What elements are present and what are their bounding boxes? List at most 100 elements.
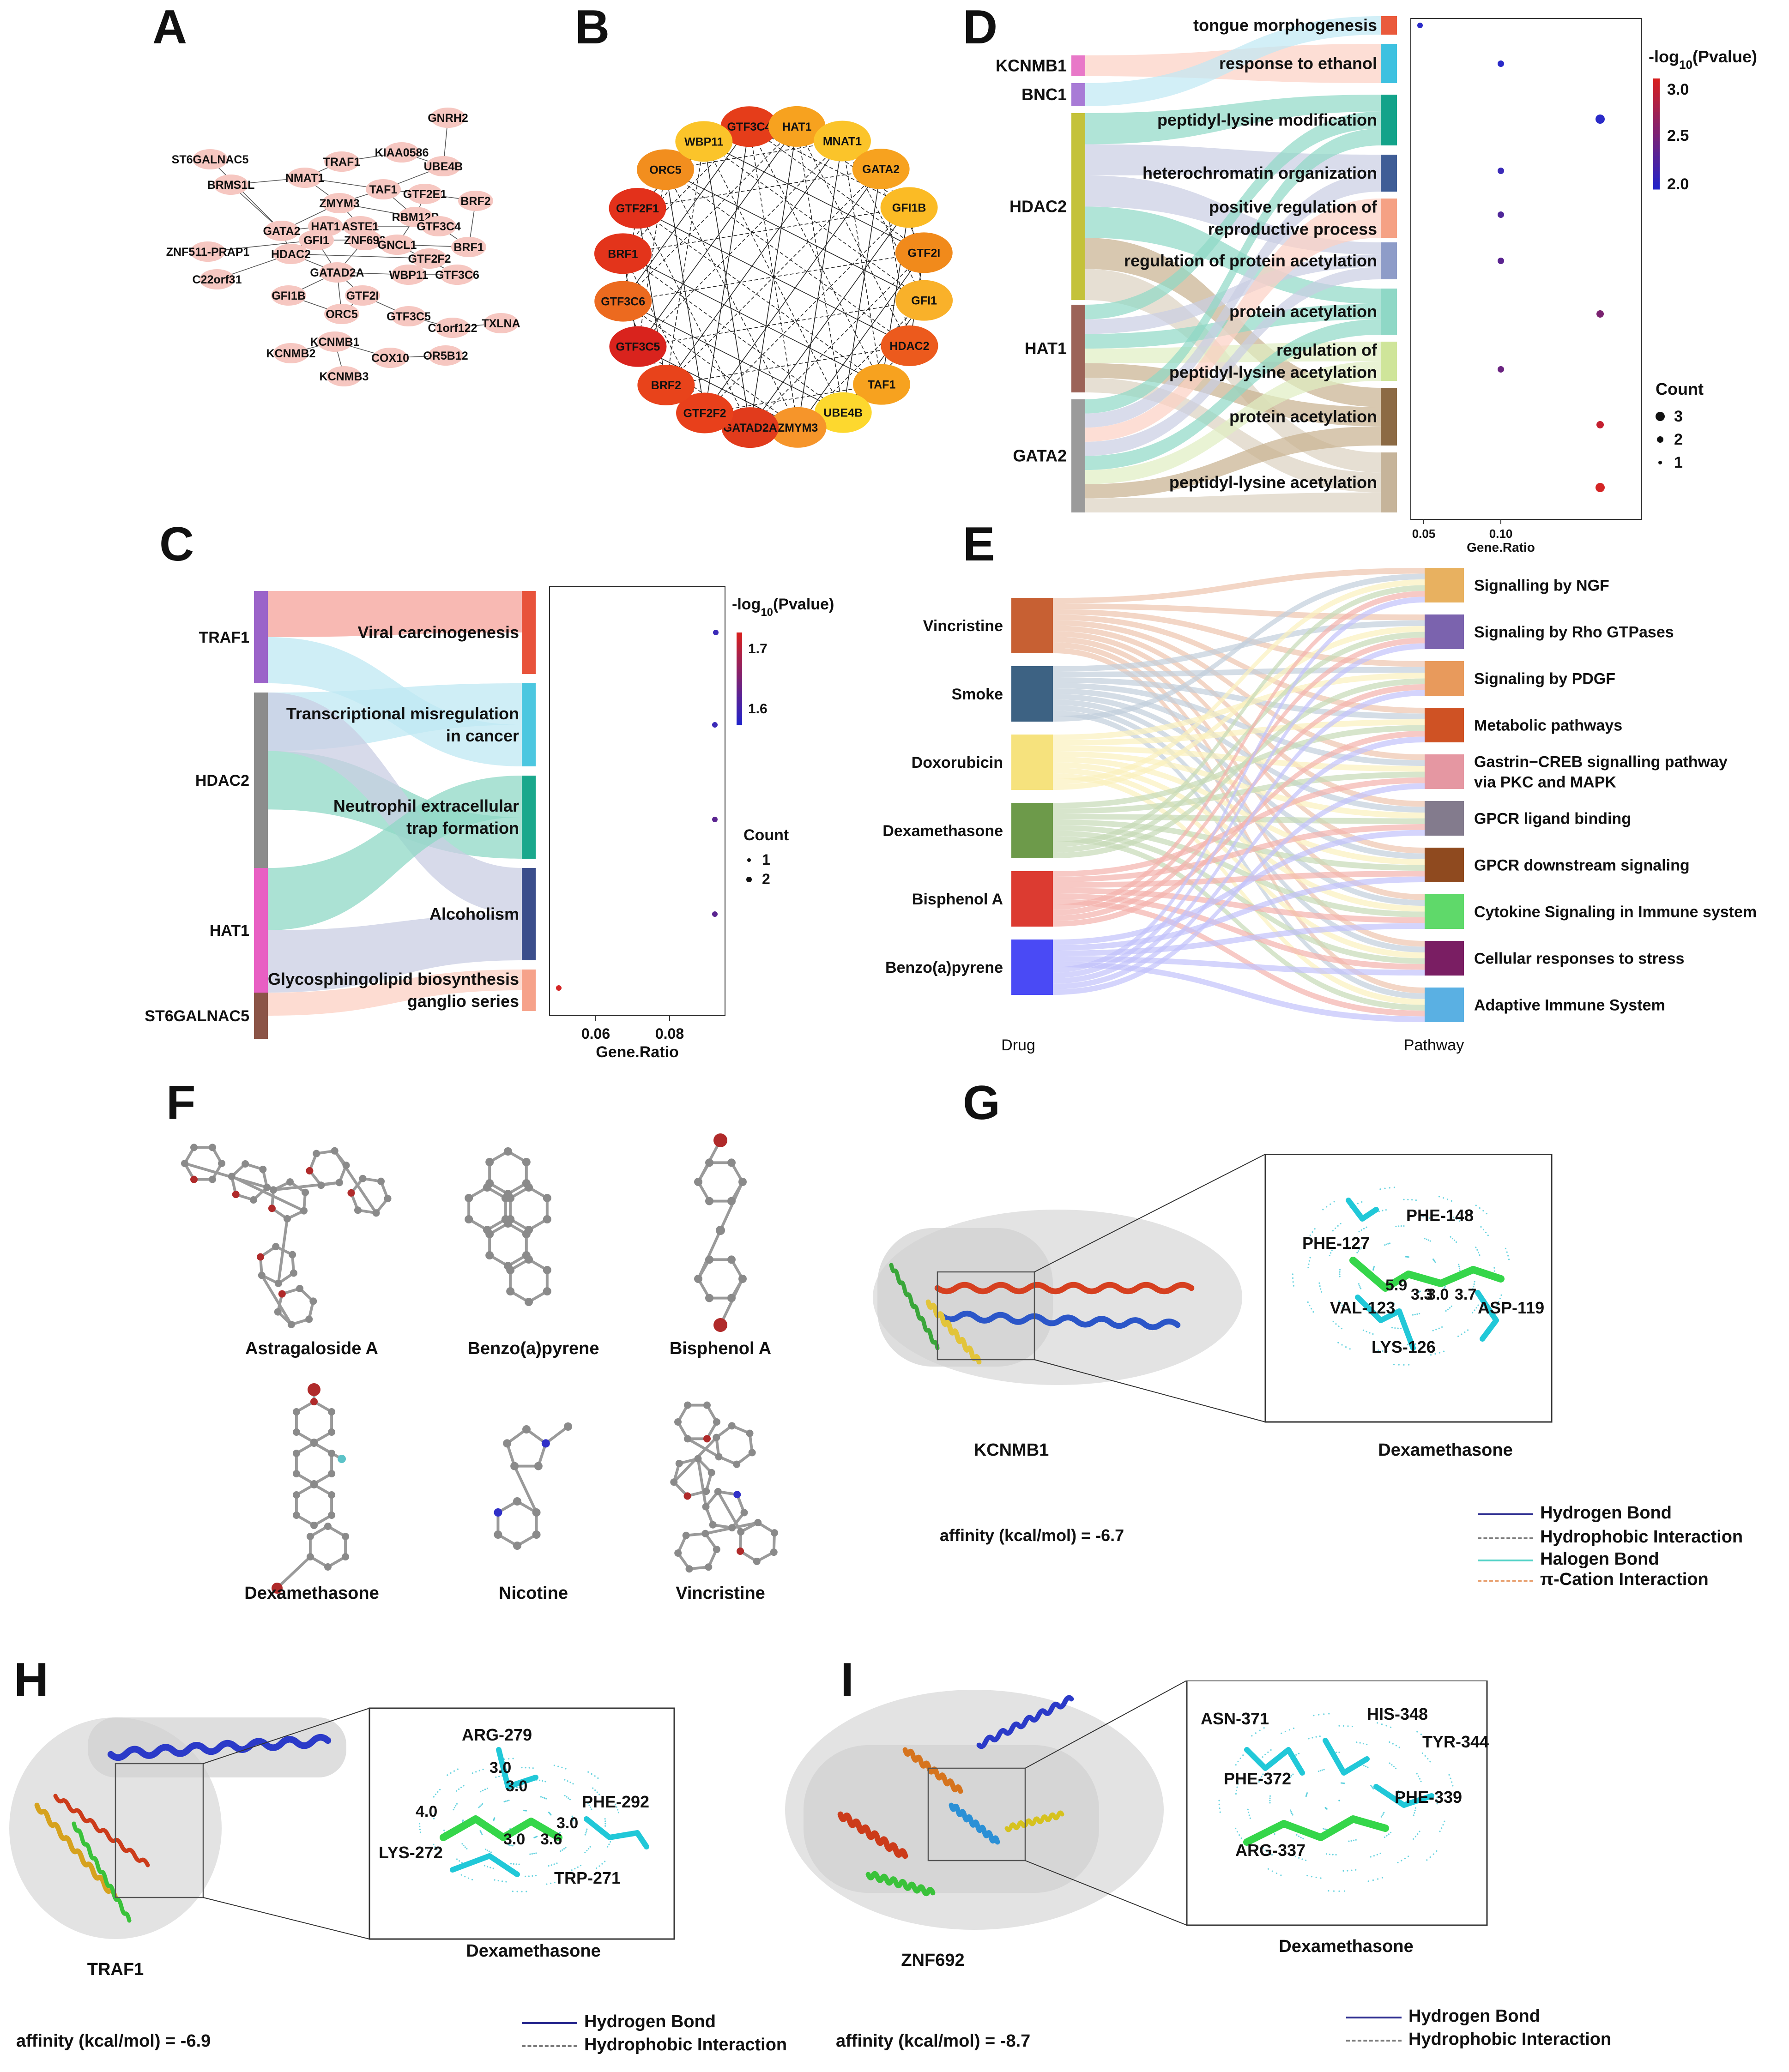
atom xyxy=(525,1183,533,1192)
surface-dot xyxy=(1312,1737,1313,1739)
surface-dot xyxy=(1416,1731,1418,1733)
surface-dot xyxy=(1355,1839,1357,1841)
surface-dot xyxy=(1360,1288,1362,1289)
atom xyxy=(674,1549,682,1557)
surface-dot xyxy=(1419,1778,1421,1780)
legend-halogen-line xyxy=(1478,1560,1533,1561)
distance-label: 3.7 xyxy=(1455,1286,1476,1303)
network-node-label: ZMYM3 xyxy=(778,422,818,434)
atom xyxy=(753,1557,761,1565)
legend-hydrophobic-line xyxy=(522,2045,577,2047)
surface-dot xyxy=(1429,1761,1431,1763)
network-node-label: WBP11 xyxy=(389,269,429,282)
network-node xyxy=(273,244,308,264)
dotplot-point xyxy=(712,817,718,822)
surface-dot xyxy=(1480,1226,1482,1228)
count-legend-title: Count xyxy=(1656,379,1704,398)
residue-sticks xyxy=(496,1747,538,1789)
surface-dot xyxy=(1493,1267,1495,1269)
surface-dot xyxy=(1381,1814,1383,1816)
surface-dot xyxy=(485,1849,487,1850)
surface-dot xyxy=(1314,1228,1316,1230)
network-node-label: ORC5 xyxy=(326,308,358,321)
pathway-label: Viral carcinogenesis xyxy=(357,623,519,642)
surface-dot xyxy=(1427,1758,1429,1760)
surface-dot xyxy=(1320,1877,1322,1879)
surface-dot xyxy=(1237,1783,1239,1785)
network-node-label: KCNMB2 xyxy=(266,347,316,360)
surface-dot xyxy=(1389,1187,1390,1189)
atom xyxy=(181,1160,188,1167)
surface-dot xyxy=(1240,1837,1242,1839)
surface-dot xyxy=(1292,1277,1294,1279)
surface-dot xyxy=(1444,1287,1445,1289)
colorbar-segment xyxy=(737,709,742,713)
pathway-bar xyxy=(522,868,536,960)
pathway-label: GPCR ligand binding xyxy=(1474,810,1631,828)
surface-dot xyxy=(512,1758,514,1759)
surface-dot xyxy=(587,1802,589,1805)
surface-dot xyxy=(486,1866,489,1867)
surface-dot xyxy=(1292,1773,1294,1775)
network-edge xyxy=(797,252,925,428)
term-bar xyxy=(1381,44,1397,83)
surface-dot xyxy=(1258,1781,1260,1783)
sankey-flow xyxy=(1053,678,1425,858)
surface-dot xyxy=(1475,1307,1477,1309)
surface-dot xyxy=(1335,1323,1337,1325)
network-edge xyxy=(623,126,798,302)
count-legend-dot xyxy=(1656,412,1665,421)
atom xyxy=(269,1186,277,1194)
atom xyxy=(670,1478,678,1486)
surface-dot xyxy=(1343,1307,1345,1309)
surface-dot xyxy=(480,1832,483,1834)
atom xyxy=(347,1189,355,1197)
surface-dot xyxy=(561,1766,563,1769)
surface-dot xyxy=(1419,1831,1420,1832)
atom xyxy=(705,1294,713,1302)
term-label: tongue morphogenesis xyxy=(1193,16,1377,35)
sankey-flow xyxy=(1053,596,1425,973)
helix xyxy=(53,1794,150,1867)
colorbar-tick-label: 2.0 xyxy=(1667,175,1689,193)
sankey-flow xyxy=(1085,267,1381,456)
pathway-label: Adaptive Immune System xyxy=(1474,997,1665,1014)
surface-dot xyxy=(1413,1814,1414,1816)
surface-dot xyxy=(1265,1849,1267,1851)
surface-dot xyxy=(1372,1788,1374,1790)
atom xyxy=(737,1547,744,1555)
surface-dot xyxy=(437,1791,439,1793)
atom xyxy=(278,1290,286,1298)
term-bar xyxy=(1381,342,1397,381)
residue-label: ASN-371 xyxy=(1201,1709,1269,1728)
network-node-label: C1orf122 xyxy=(428,322,477,335)
surface-dot xyxy=(419,1828,421,1831)
surface-dot xyxy=(1443,1350,1445,1352)
panel-g-affinity: affinity (kcal/mol) = -6.7 xyxy=(940,1526,1124,1545)
helix xyxy=(1004,1810,1064,1832)
surface-dot xyxy=(434,1813,436,1814)
network-node-label: BRF2 xyxy=(651,379,681,392)
surface-dot xyxy=(1311,1876,1313,1878)
sankey-flow xyxy=(1053,831,1425,964)
helix xyxy=(925,1299,982,1365)
surface-dot xyxy=(479,1805,481,1807)
surface-dot xyxy=(1331,1249,1333,1251)
sankey-flow xyxy=(1053,962,1425,1022)
network-node-label: GTF2F1 xyxy=(616,202,659,215)
surface-dot xyxy=(1393,1187,1396,1188)
term-label: peptidyl-lysine modification xyxy=(1157,110,1377,129)
network-node xyxy=(193,149,228,169)
surface-dot xyxy=(1442,1197,1444,1199)
surface-dot xyxy=(1477,1252,1480,1253)
surface-dot xyxy=(1435,1329,1437,1331)
surface-dot xyxy=(1419,1215,1421,1217)
surface-dot xyxy=(1451,1305,1452,1307)
surface-dot xyxy=(1372,1879,1374,1881)
colorbar-segment xyxy=(1653,119,1660,123)
surface-dot xyxy=(1219,1811,1221,1813)
surface-dot xyxy=(1330,1203,1331,1205)
sankey-flow xyxy=(1053,771,1425,814)
surface-dot xyxy=(1507,1255,1509,1257)
dotplot-point xyxy=(1596,114,1605,124)
